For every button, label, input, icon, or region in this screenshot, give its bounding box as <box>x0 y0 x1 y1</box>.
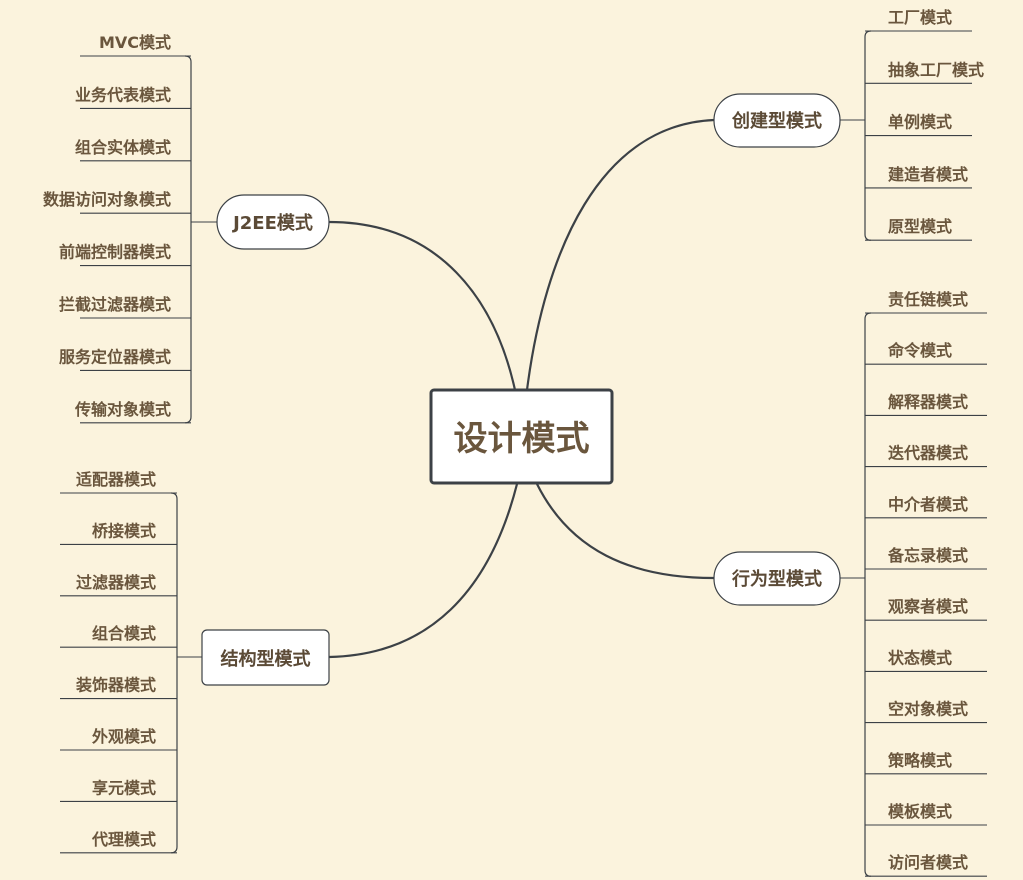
branch-label-j2ee: J2EE模式 <box>231 212 313 234</box>
branch-label-creational: 创建型模式 <box>731 110 822 132</box>
leaf-item-structural-7[interactable]: 代理模式 <box>91 830 156 849</box>
leaf-item-behavioral-10[interactable]: 模板模式 <box>888 802 952 821</box>
leaf-item-structural-2[interactable]: 过滤器模式 <box>76 573 156 592</box>
leaf-item-creational-4[interactable]: 原型模式 <box>888 217 952 236</box>
leaf-item-behavioral-8[interactable]: 空对象模式 <box>888 700 968 719</box>
leaf-item-behavioral-1[interactable]: 命令模式 <box>887 341 952 360</box>
leaf-item-j2ee-0[interactable]: MVC模式 <box>99 33 171 52</box>
leaf-item-behavioral-0[interactable]: 责任链模式 <box>888 290 968 309</box>
leaf-item-behavioral-7[interactable]: 状态模式 <box>888 648 952 667</box>
leaf-item-structural-1[interactable]: 桥接模式 <box>92 521 156 540</box>
leaf-item-j2ee-4[interactable]: 前端控制器模式 <box>59 243 171 262</box>
branch-node-creational[interactable]: 创建型模式 <box>713 93 841 148</box>
branch-node-j2ee[interactable]: J2EE模式 <box>216 194 330 250</box>
leaf-group-j2ee: MVC模式业务代表模式组合实体模式数据访问对象模式前端控制器模式拦截过滤器模式服… <box>43 33 217 424</box>
leaf-spine <box>864 312 872 877</box>
leaf-item-creational-0[interactable]: 工厂模式 <box>888 8 952 27</box>
leaf-item-j2ee-2[interactable]: 组合实体模式 <box>75 138 171 157</box>
connector-creational <box>525 118 715 391</box>
leaf-spine <box>170 492 178 854</box>
branch-node-behavioral[interactable]: 行为型模式 <box>713 551 841 606</box>
branch-label-structural: 结构型模式 <box>221 648 311 670</box>
leaf-item-creational-1[interactable]: 抽象工厂模式 <box>888 60 984 79</box>
leaf-spine <box>184 55 192 424</box>
leaf-item-behavioral-9[interactable]: 策略模式 <box>887 751 952 770</box>
branch-node-structural[interactable]: 结构型模式 <box>201 629 330 686</box>
center-node[interactable]: 设计模式 <box>429 388 614 485</box>
leaf-item-j2ee-3[interactable]: 数据访问对象模式 <box>43 190 171 209</box>
leaf-item-behavioral-5[interactable]: 备忘录模式 <box>887 546 968 565</box>
leaf-item-behavioral-11[interactable]: 访问者模式 <box>888 853 968 872</box>
leaf-item-structural-3[interactable]: 组合模式 <box>92 624 156 643</box>
leaf-item-structural-0[interactable]: 适配器模式 <box>76 470 156 489</box>
leaf-item-creational-2[interactable]: 单例模式 <box>888 113 952 132</box>
connector-behavioral <box>536 483 715 580</box>
leaf-item-behavioral-2[interactable]: 解释器模式 <box>888 392 968 411</box>
leaf-item-j2ee-7[interactable]: 传输对象模式 <box>74 400 171 419</box>
leaf-item-j2ee-1[interactable]: 业务代表模式 <box>75 85 171 104</box>
branch-label-behavioral: 行为型模式 <box>731 568 822 590</box>
leaf-item-j2ee-5[interactable]: 拦截过滤器模式 <box>59 295 171 314</box>
leaf-item-structural-5[interactable]: 外观模式 <box>91 727 156 746</box>
leaf-item-j2ee-6[interactable]: 服务定位器模式 <box>59 347 171 366</box>
connector-j2ee <box>328 220 517 391</box>
leaf-item-behavioral-4[interactable]: 中介者模式 <box>888 495 968 514</box>
leaf-item-behavioral-3[interactable]: 迭代器模式 <box>888 444 968 463</box>
leaf-item-creational-3[interactable]: 建造者模式 <box>888 165 968 184</box>
leaf-item-structural-6[interactable]: 享元模式 <box>92 778 156 797</box>
leaf-group-behavioral: 责任链模式命令模式解释器模式迭代器模式中介者模式备忘录模式观察者模式状态模式空对… <box>840 290 987 877</box>
center-title: 设计模式 <box>454 419 590 459</box>
leaf-item-behavioral-6[interactable]: 观察者模式 <box>888 597 968 616</box>
leaf-item-structural-4[interactable]: 装饰器模式 <box>75 676 156 695</box>
connector-structural <box>328 483 519 659</box>
